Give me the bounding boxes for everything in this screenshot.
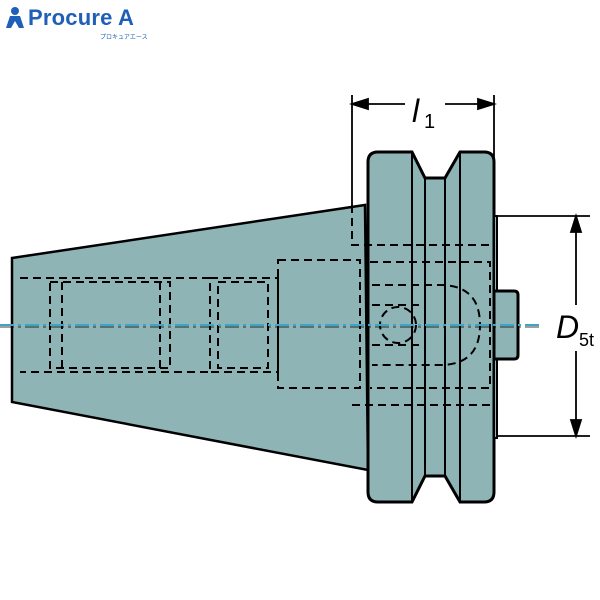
l1-label-bg	[405, 88, 445, 128]
brand-name: Procure A	[28, 5, 135, 30]
person-icon	[6, 7, 24, 28]
d5-label-bg	[553, 305, 600, 351]
l1-symbol: l	[412, 93, 420, 129]
l1-subscript: 1	[424, 111, 435, 133]
taper-cone	[10, 203, 370, 472]
d5-symbol: D	[556, 309, 579, 345]
d5-subscript: 5t	[579, 330, 594, 350]
brand-tagline: プロキュアエース	[100, 34, 148, 41]
procure-a-logo: Procure A プロキュアエース	[4, 2, 174, 41]
